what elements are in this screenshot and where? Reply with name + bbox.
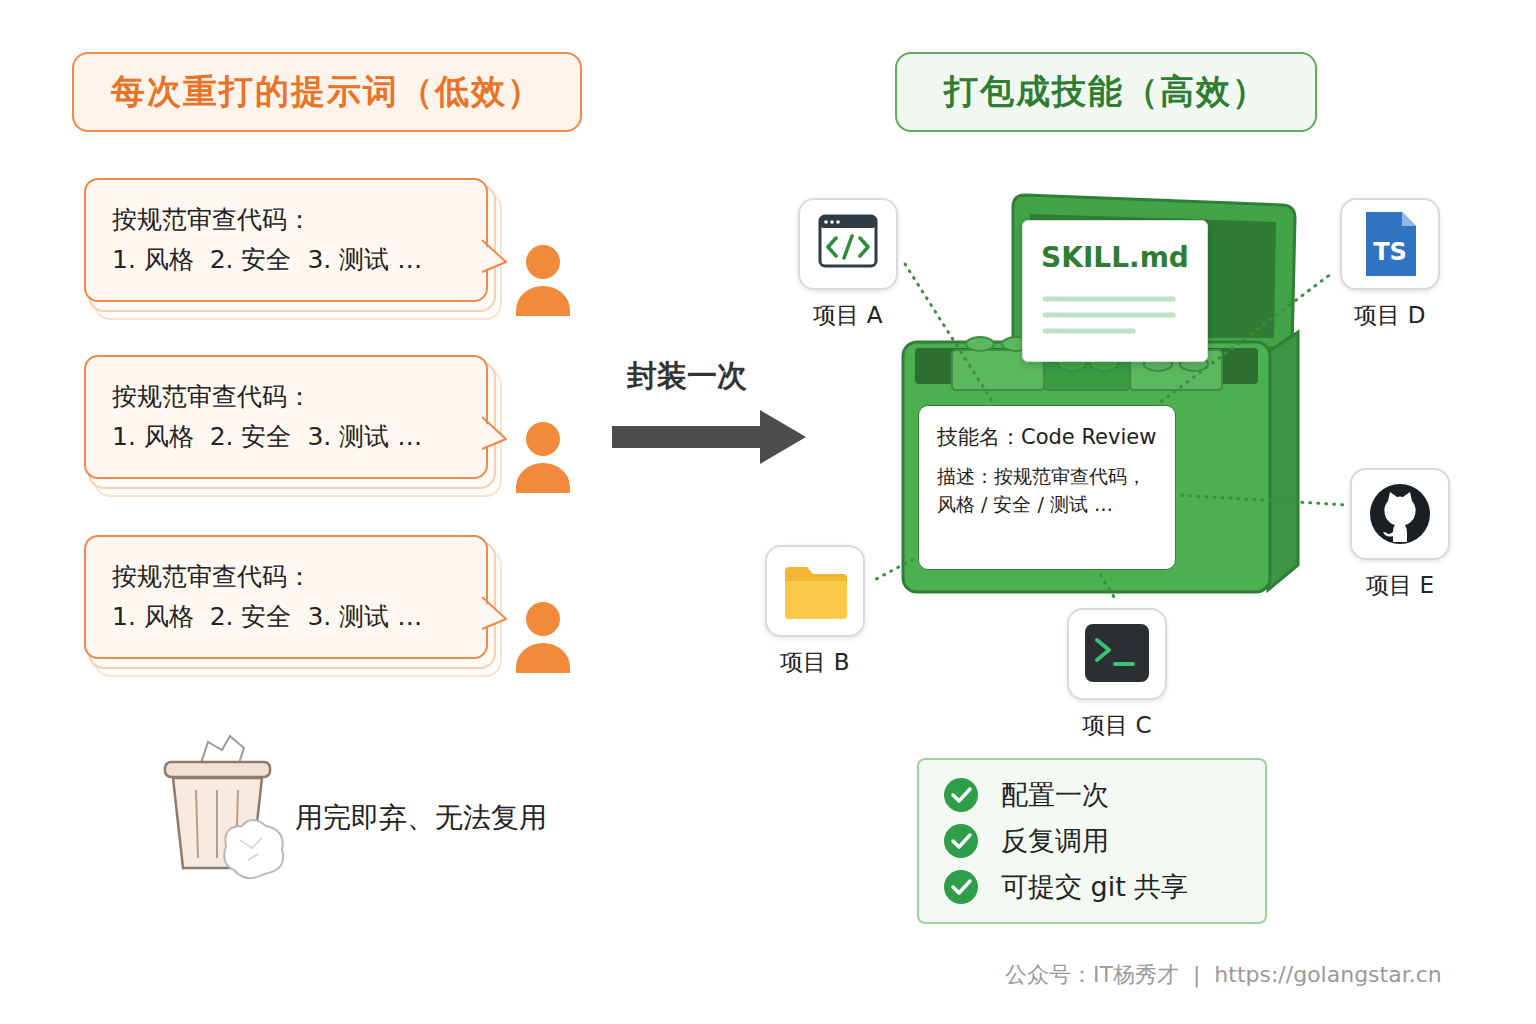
prompt-heading: 按规范审查代码：: [112, 377, 460, 417]
project-name: 项目 D: [1354, 300, 1425, 331]
check-icon: [943, 777, 979, 813]
project-tile: 项目 C: [1067, 608, 1167, 700]
watermark: 公众号：IT杨秀才 | https://golangstar.cn: [1005, 960, 1442, 990]
benefit-row: 配置一次: [943, 772, 1241, 818]
dotted-connector: [871, 559, 913, 581]
prompt-items: 1. 风格 2. 安全 3. 测试 …: [112, 597, 460, 637]
text-lines: [1023, 293, 1209, 343]
skill-name: 技能名：Code Review: [937, 422, 1157, 454]
project-tile: 项目 B: [765, 545, 865, 637]
trash-can: [165, 736, 283, 878]
benefit-text: 配置一次: [1001, 777, 1109, 813]
project-name: 项目 E: [1366, 570, 1434, 601]
dotted-connector: [1182, 495, 1344, 504]
note-text: 用完即弃、无法复用: [295, 799, 547, 837]
dotted-connector: [904, 262, 991, 400]
big-arrow: [612, 410, 806, 464]
check-icon: [943, 823, 979, 859]
benefit-row: 反复调用: [943, 818, 1241, 864]
bubble-tail: [482, 597, 512, 637]
file-name: SKILL.md: [1023, 241, 1207, 274]
bubble-tail: [482, 240, 512, 280]
project-tile: 项目 A: [798, 198, 898, 290]
project-tile: TS项目 D: [1340, 198, 1440, 290]
prompt-items: 1. 风格 2. 安全 3. 测试 …: [112, 417, 460, 457]
benefit-text: 反复调用: [1001, 823, 1109, 859]
benefit-text: 可提交 git 共享: [1001, 869, 1188, 905]
heading-text: 每次重打的提示词（低效）: [111, 69, 543, 115]
prompt-bubble: 按规范审查代码：1. 风格 2. 安全 3. 测试 …: [84, 178, 488, 302]
skill-box: [903, 195, 1298, 592]
project-icon: [1350, 468, 1450, 560]
prompt-heading: 按规范审查代码：: [112, 557, 460, 597]
bubble-tail: [482, 417, 512, 457]
project-icon: [1067, 608, 1167, 700]
benefit-row: 可提交 git 共享: [943, 864, 1241, 910]
project-icon: [765, 545, 865, 637]
step-label: 封装一次: [627, 356, 747, 397]
person-icon: [516, 602, 570, 673]
heading-box: 每次重打的提示词（低效）: [72, 52, 582, 132]
project-name: 项目 C: [1082, 710, 1151, 741]
dotted-connector: [1101, 575, 1117, 602]
prompt-bubble: 按规范审查代码：1. 风格 2. 安全 3. 测试 …: [84, 535, 488, 659]
project-name: 项目 B: [780, 647, 849, 678]
skill-description: 描述：按规范审查代码，风格 / 安全 / 测试 …: [937, 462, 1157, 519]
benefit-list: 配置一次反复调用可提交 git 共享: [917, 758, 1267, 924]
prompt-items: 1. 风格 2. 安全 3. 测试 …: [112, 240, 460, 280]
project-icon: [798, 198, 898, 290]
prompt-heading: 按规范审查代码：: [112, 200, 460, 240]
skill-card: 技能名：Code Review 描述：按规范审查代码，风格 / 安全 / 测试 …: [918, 405, 1176, 570]
project-tile: 项目 E: [1350, 468, 1450, 560]
icon-text: TS: [1373, 238, 1407, 266]
skill-file: SKILL.md: [1022, 220, 1208, 362]
person-icon: [516, 422, 570, 493]
prompt-bubble: 按规范审查代码：1. 风格 2. 安全 3. 测试 …: [84, 355, 488, 479]
person-icon: [516, 245, 570, 316]
project-name: 项目 A: [813, 300, 882, 331]
check-icon: [943, 869, 979, 905]
heading-text: 打包成技能（高效）: [944, 69, 1268, 115]
heading-box: 打包成技能（高效）: [895, 52, 1317, 132]
